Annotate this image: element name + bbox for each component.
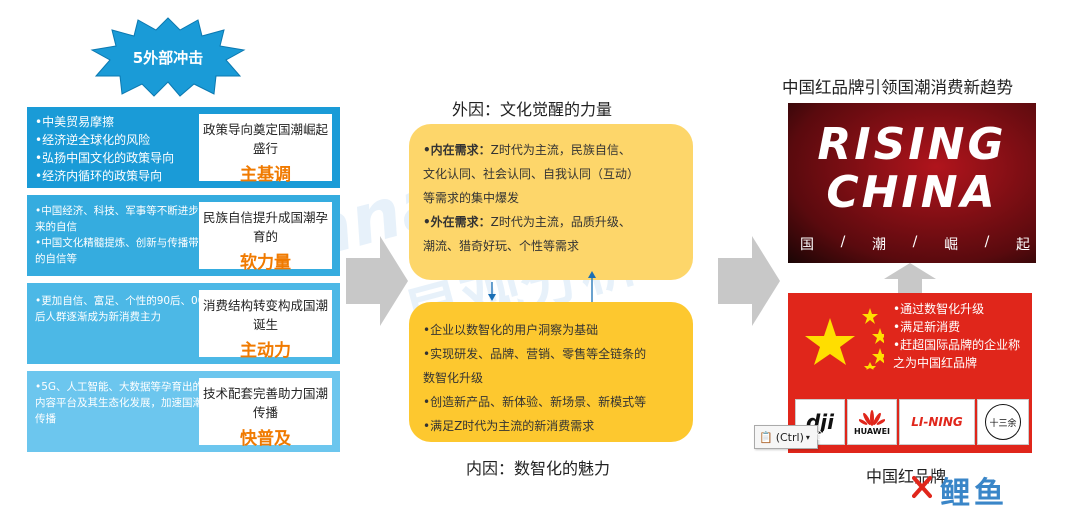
chevron-down-icon: ▾	[805, 432, 810, 442]
row-key-box: 民族自信提升成国潮孕育的 软力量	[199, 202, 332, 273]
text-line: •满足Z时代为主流的新消费需求	[423, 419, 595, 433]
row-key-box: 政策导向奠定国潮崛起盛行 主基调	[199, 114, 332, 185]
bullet: •中国经济、科技、军事等不断进步带来的自信	[35, 205, 210, 233]
row-key: 主动力	[240, 341, 291, 361]
row-desc: 技术配套完善助力国潮传播	[203, 386, 329, 420]
flag-bullet: •满足新消费	[893, 320, 961, 334]
up-arrow-icon	[588, 271, 596, 302]
text-line: •实现研发、品牌、营销、零售等全链条的	[423, 347, 647, 361]
bullet: •更加自信、富足、个性的90后、00后人群逐渐成为新消费主力	[35, 295, 205, 323]
text-line: 潮流、猎奇好玩、个性等需求	[423, 239, 580, 253]
flag-bullet: •通过数智化升级	[893, 302, 985, 316]
bullet: •经济逆全球化的风险	[35, 133, 151, 147]
top-title: 外因：文化觉醒的力量	[452, 100, 613, 119]
row-key: 软力量	[240, 253, 291, 273]
clipboard-icon: 📋	[759, 430, 773, 444]
row-desc: 民族自信提升成国潮孕育的	[203, 210, 329, 244]
up-arrow-icon	[884, 263, 936, 293]
text-line: •内在需求：Z时代为主流，民族自信、	[423, 143, 631, 157]
text-line: •外在需求：Z时代为主流，品质升级、	[423, 215, 631, 229]
bullet: •经济内循环的政策导向	[35, 169, 163, 183]
flag-stars-icon	[805, 308, 884, 370]
rising-subtitle: 国/潮/崛/起	[800, 234, 1030, 253]
row-desc: 消费结构转变构成国潮诞生	[203, 298, 329, 332]
starburst-shape	[90, 17, 246, 97]
rising-china-image	[788, 103, 1036, 263]
bullet: •5G、人工智能、大数据等孕育出的内容平台及其生态化发展，加速国潮传播	[35, 381, 204, 425]
right-arrow-icon	[718, 236, 780, 326]
bullet: •中美贸易摩擦	[35, 115, 115, 129]
external-factor-box: •内在需求：Z时代为主流，民族自信、 文化认同、社会认同、自我认同（互动） 等需…	[409, 124, 693, 280]
bottom-title: 内因：数智化的魅力	[466, 459, 611, 478]
internal-factor-box: •企业以数智化的用户洞察为基础 •实现研发、品牌、营销、零售等全链条的 数智化升…	[409, 302, 693, 442]
brand-logo-lining: LI-NING	[899, 399, 975, 445]
left-row-2: •中国经济、科技、军事等不断进步带来的自信 •中国文化精髓提炼、创新与传播带来的…	[27, 195, 340, 276]
text-line: 文化认同、社会认同、自我认同（互动）	[423, 167, 640, 181]
text-line: 数智化升级	[423, 371, 484, 385]
row-key-box: 技术配套完善助力国潮传播 快普及	[199, 378, 332, 449]
right-title: 中国红品牌引领国潮消费新趋势	[782, 78, 1013, 97]
row-key: 主基调	[240, 165, 291, 185]
row-key-box: 消费结构转变构成国潮诞生 主动力	[199, 290, 332, 361]
row-desc: 政策导向奠定国潮崛起盛行	[203, 122, 329, 156]
down-arrow-icon	[488, 282, 496, 301]
burst-label: 5外部冲击	[132, 48, 204, 67]
brand-logo-shisanyu: 十三余	[977, 399, 1029, 445]
bullet: •弘扬中国文化的政策导向	[35, 151, 175, 165]
left-row-3: •更加自信、富足、个性的90后、00后人群逐渐成为新消费主力 消费结构转变构成国…	[27, 283, 340, 364]
flag-bullet: •赶超国际品牌的企业称之为中国红品牌	[893, 338, 1021, 370]
flag-bullets: •通过数智化升级 •满足新消费 •赶超国际品牌的企业称之为中国红品牌	[893, 300, 1029, 372]
rising-line1: RISING	[817, 119, 1007, 170]
brand-logo-huawei: HUAWEI	[847, 399, 897, 445]
rising-line2: CHINA	[826, 167, 998, 218]
fish-logo-icon	[912, 476, 932, 498]
huawei-petal-icon	[859, 409, 885, 426]
paste-options-tooltip[interactable]: 📋 (Ctrl) ▾	[754, 425, 818, 449]
right-arrow-icon	[346, 236, 408, 326]
row-key: 快普及	[240, 429, 291, 449]
bullet: •中国文化精髓提炼、创新与传播带来的自信等	[35, 237, 210, 265]
text-line: •创造新产品、新体验、新场景、新模式等	[423, 395, 647, 409]
brand-logo-dji: dji	[795, 399, 845, 445]
bottom-label: 中国红品牌	[866, 467, 947, 486]
text-line: 等需求的集中爆发	[423, 191, 520, 205]
left-row-1: •中美贸易摩擦 •经济逆全球化的风险 •弘扬中国文化的政策导向 •经济内循环的政…	[27, 107, 340, 188]
text-line: •企业以数智化的用户洞察为基础	[423, 323, 599, 337]
left-row-4: •5G、人工智能、大数据等孕育出的内容平台及其生态化发展，加速国潮传播 技术配套…	[27, 371, 340, 452]
brand-text-chuangxin: 创新	[816, 429, 838, 442]
watermark-logo-text: 鲤鱼	[940, 476, 1008, 511]
